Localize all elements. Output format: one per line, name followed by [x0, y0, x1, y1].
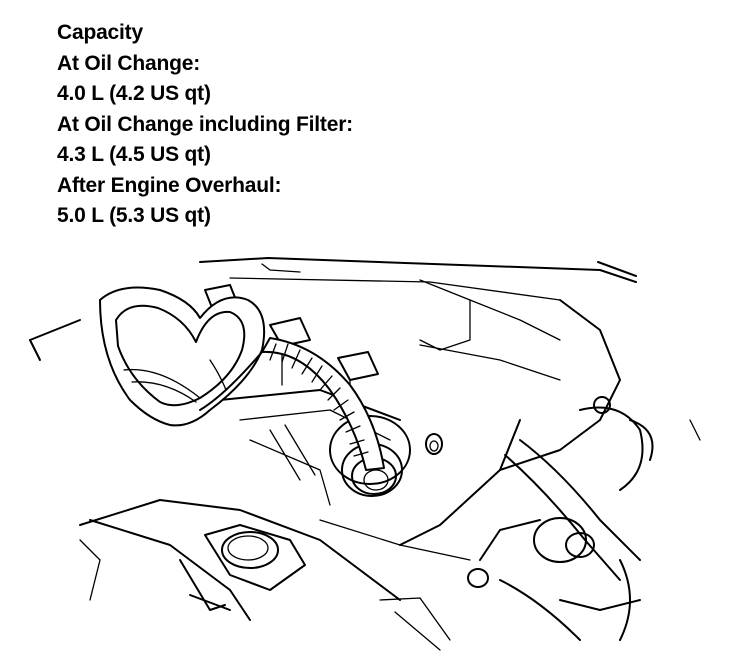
engine-components-right	[379, 396, 701, 651]
oil-filler-neck	[329, 415, 411, 497]
engine-cover	[199, 257, 637, 561]
engine-oil-fill-drawing	[29, 257, 701, 651]
oil-change-filter-value: 4.3 L (4.5 US qt)	[57, 143, 211, 166]
oil-change-filter-label: At Oil Change including Filter:	[57, 112, 353, 136]
oil-change-value: 4.0 L (4.2 US qt)	[57, 82, 211, 105]
funnel-spout	[261, 337, 385, 471]
oil-change-label: At Oil Change:	[57, 51, 201, 75]
capacity-heading: Capacity	[57, 21, 143, 44]
engine-overhaul-label: After Engine Overhaul:	[57, 173, 282, 197]
lower-cover	[29, 319, 401, 621]
capacity-specs: Capacity At Oil Change: 4.0 L (4.2 US qt…	[57, 18, 353, 232]
oil-funnel	[99, 286, 266, 427]
engine-overhaul-value: 5.0 L (5.3 US qt)	[57, 204, 211, 227]
engine-oil-fill-illustration	[0, 240, 736, 658]
